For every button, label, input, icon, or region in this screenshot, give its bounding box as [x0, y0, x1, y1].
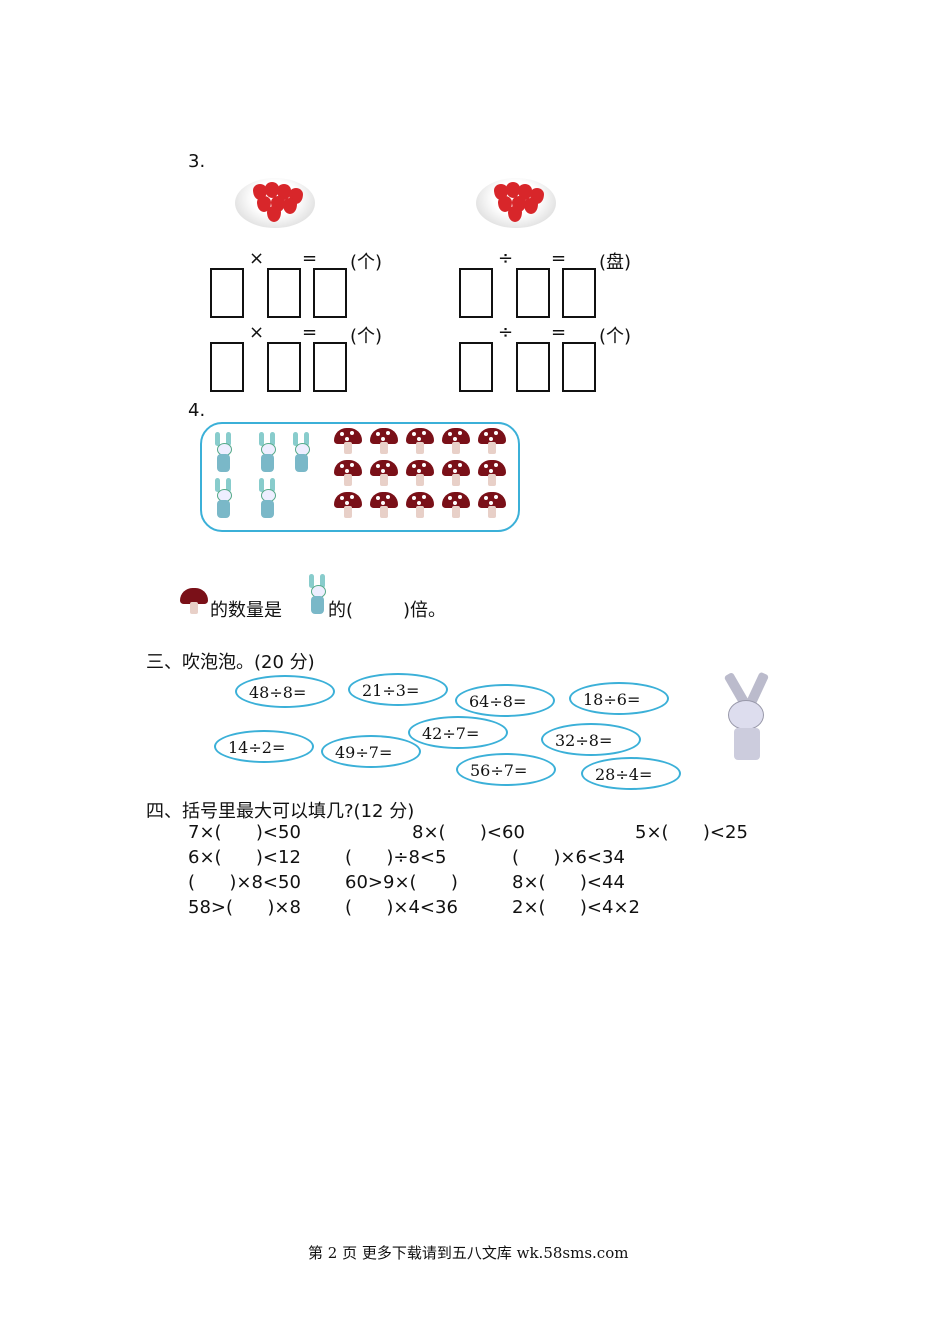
- answer-box[interactable]: [516, 342, 550, 392]
- section-4-title: 四、括号里最大可以填几?(12 分): [146, 801, 415, 822]
- equals-sign: =: [302, 248, 318, 269]
- bubble[interactable]: 56÷7=: [456, 753, 556, 786]
- bubble[interactable]: 49÷7=: [321, 735, 421, 768]
- answer-box[interactable]: [313, 342, 347, 392]
- q4-text-1: 的数量是: [210, 600, 282, 621]
- bubble[interactable]: 32÷8=: [541, 723, 641, 756]
- question-3-number: 3.: [188, 151, 206, 172]
- bubble[interactable]: 28÷4=: [581, 757, 681, 790]
- fill-in-expression[interactable]: 6×( )<12: [188, 847, 301, 868]
- answer-box[interactable]: [562, 268, 596, 318]
- rabbit-icon: [212, 478, 234, 518]
- bubble[interactable]: 18÷6=: [569, 682, 669, 715]
- mushroom-icon: [406, 460, 434, 486]
- mushroom-icon: [406, 492, 434, 518]
- fill-in-expression[interactable]: ( )÷8<5: [345, 847, 447, 868]
- unit-label: (个): [599, 326, 632, 347]
- picture-frame: [200, 422, 520, 532]
- mushroom-icon: [370, 428, 398, 454]
- answer-box[interactable]: [267, 268, 301, 318]
- answer-box[interactable]: [516, 268, 550, 318]
- bunny-image: [718, 671, 778, 762]
- fill-in-expression[interactable]: 7×( )<50: [188, 822, 301, 843]
- fill-in-expression[interactable]: ( )×6<34: [512, 847, 625, 868]
- question-4-number: 4.: [188, 400, 206, 421]
- times-sign: ×: [249, 248, 265, 269]
- divide-sign: ÷: [498, 248, 514, 269]
- mushroom-icon: [478, 428, 506, 454]
- divide-sign: ÷: [498, 322, 514, 343]
- fill-in-expression[interactable]: 8×( )<44: [512, 872, 625, 893]
- answer-box[interactable]: [267, 342, 301, 392]
- answer-box[interactable]: [210, 342, 244, 392]
- fill-in-expression[interactable]: 58>( )×8: [188, 897, 301, 918]
- mushroom-icon: [442, 428, 470, 454]
- mushroom-icon: [406, 428, 434, 454]
- mushroom-icon: [442, 460, 470, 486]
- equals-sign: =: [551, 322, 567, 343]
- mushroom-icon: [478, 460, 506, 486]
- fill-in-expression[interactable]: ( )×4<36: [345, 897, 458, 918]
- mushroom-icon: [334, 460, 362, 486]
- answer-box[interactable]: [562, 342, 596, 392]
- mushroom-icon: [334, 492, 362, 518]
- fill-in-expression[interactable]: ( )×8<50: [188, 872, 301, 893]
- mushroom-icon: [370, 492, 398, 518]
- answer-box[interactable]: [313, 268, 347, 318]
- unit-label: (个): [350, 326, 383, 347]
- strawberry-icon: [267, 206, 281, 222]
- strawberry-icon: [265, 182, 279, 198]
- mushroom-icon: [442, 492, 470, 518]
- fill-in-expression[interactable]: 8×( )<60: [412, 822, 525, 843]
- bubble[interactable]: 64÷8=: [455, 684, 555, 717]
- bubble[interactable]: 21÷3=: [348, 673, 448, 706]
- bubble[interactable]: 14÷2=: [214, 730, 314, 763]
- q4-text-3: )倍。: [403, 600, 447, 621]
- mushroom-icon: [334, 428, 362, 454]
- unit-label: (盘): [599, 252, 632, 273]
- rabbit-icon: [256, 478, 278, 518]
- section-3-title: 三、吹泡泡。(20 分): [146, 652, 315, 673]
- page-footer: 第 2 页 更多下载请到五八文库 wk.58sms.com: [308, 1244, 629, 1262]
- strawberry-icon: [508, 206, 522, 222]
- answer-box[interactable]: [459, 342, 493, 392]
- q4-text-2: 的(: [328, 600, 354, 621]
- fill-in-expression[interactable]: 60>9×( ): [345, 872, 458, 893]
- mushroom-icon: [370, 460, 398, 486]
- mushroom-icon: [478, 492, 506, 518]
- rabbit-icon: [212, 432, 234, 472]
- equals-sign: =: [551, 248, 567, 269]
- unit-label: (个): [350, 252, 383, 273]
- fill-in-expression[interactable]: 5×( )<25: [635, 822, 748, 843]
- strawberry-icon: [283, 198, 297, 214]
- bubble[interactable]: 48÷8=: [235, 675, 335, 708]
- rabbit-icon: [290, 432, 312, 472]
- bubble[interactable]: 42÷7=: [408, 716, 508, 749]
- equals-sign: =: [302, 322, 318, 343]
- rabbit-icon: [256, 432, 278, 472]
- answer-box[interactable]: [459, 268, 493, 318]
- times-sign: ×: [249, 322, 265, 343]
- mushroom-icon: [180, 588, 208, 614]
- strawberry-icon: [524, 198, 538, 214]
- answer-box[interactable]: [210, 268, 244, 318]
- rabbit-icon: [306, 574, 328, 614]
- fill-in-expression[interactable]: 2×( )<4×2: [512, 897, 640, 918]
- strawberry-icon: [506, 182, 520, 198]
